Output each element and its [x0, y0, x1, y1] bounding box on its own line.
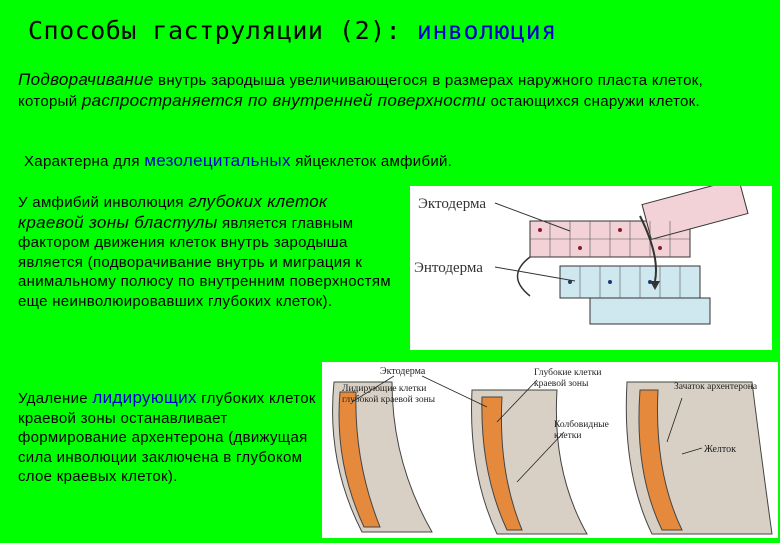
label-bottle-box: Колбовидные клетки — [554, 420, 609, 441]
removal-emphasis: лидирующих — [92, 388, 197, 407]
char-emphasis: мезолецитальных — [144, 151, 291, 170]
embryo-section-left — [332, 381, 433, 533]
char-text-1: Характерна для — [24, 153, 145, 170]
title-accent: инволюция — [416, 16, 557, 45]
embryo-section-middle — [471, 389, 588, 535]
label-endoderm: Энтодерма — [414, 260, 483, 276]
paragraph-amphibians: У амфибий инволюция глубоких клеток крае… — [18, 192, 398, 312]
arrow-head — [650, 281, 660, 290]
def-text-1: внутрь зародыша увеличивающегося в разме… — [18, 72, 704, 110]
arrow-involution — [639, 215, 657, 282]
endoderm-layer — [559, 265, 711, 325]
label-archenteron-box: Зачаток архентерона — [674, 382, 758, 392]
removal-text-1: Удаление — [18, 390, 93, 407]
pointer-lines — [351, 375, 703, 483]
removal-text-2: глубоких клеток краевой зоны останавлива… — [18, 390, 316, 486]
involution-diagram-graphic: Эктодерма Энтодерма — [414, 178, 749, 325]
involution-diagram: Эктодерма Энтодерма — [410, 178, 772, 350]
paragraph-definition: Подворачивание внутрь зародыша увеличива… — [18, 70, 763, 112]
slide-title: Способы гаструляции (2): инволюция — [28, 16, 557, 45]
amph-text-2: является главным фактором движения клето… — [18, 214, 391, 310]
amph-emphasis: глубоких клеток краевой зоны бластулы — [18, 192, 328, 232]
paragraph-characteristic: Характерна для мезолецитальных яйцеклето… — [24, 151, 764, 172]
def-term: Подворачивание — [18, 70, 154, 89]
paragraph-removal: Удаление лидирующих глубоких клеток крае… — [18, 388, 318, 487]
nuclei — [538, 228, 662, 284]
def-emphasis: распространяется по внутренней поверхнос… — [81, 91, 487, 110]
pointer-ectoderm — [494, 202, 571, 232]
pointer-endoderm — [494, 266, 576, 282]
embryo-section-right — [625, 381, 773, 535]
label-ectoderm: Эктодерма — [418, 196, 486, 212]
label-deep-box: Глубокие клетки краевой зоны — [534, 368, 602, 389]
label-bottle-cells: Колбовидные клетки — [554, 420, 609, 441]
label-yolk: Желток — [704, 444, 736, 455]
embryo-sections-diagram: Эктодерма Лидирующие клетки глубокой кра… — [322, 362, 778, 538]
char-text-2: яйцеклеток амфибий. — [290, 153, 453, 170]
label-ectoderm-2: Эктодерма — [380, 366, 426, 377]
def-text-2: остающихся снаружи клеток. — [486, 93, 700, 110]
label-archenteron: Зачаток архентерона — [674, 382, 758, 392]
embryo-sections-graphic: Эктодерма Лидирующие клетки глубокой кра… — [332, 366, 773, 535]
title-main: Способы гаструляции (2): — [28, 16, 417, 45]
label-leading-box: Лидирующие клетки глубокой краевой зоны — [342, 384, 436, 405]
label-leading-cells: Лидирующие клетки глубокой краевой зоны — [342, 384, 436, 405]
label-deep-cells: Глубокие клетки краевой зоны — [534, 368, 602, 389]
amph-text-1: У амфибий инволюция — [18, 194, 189, 211]
